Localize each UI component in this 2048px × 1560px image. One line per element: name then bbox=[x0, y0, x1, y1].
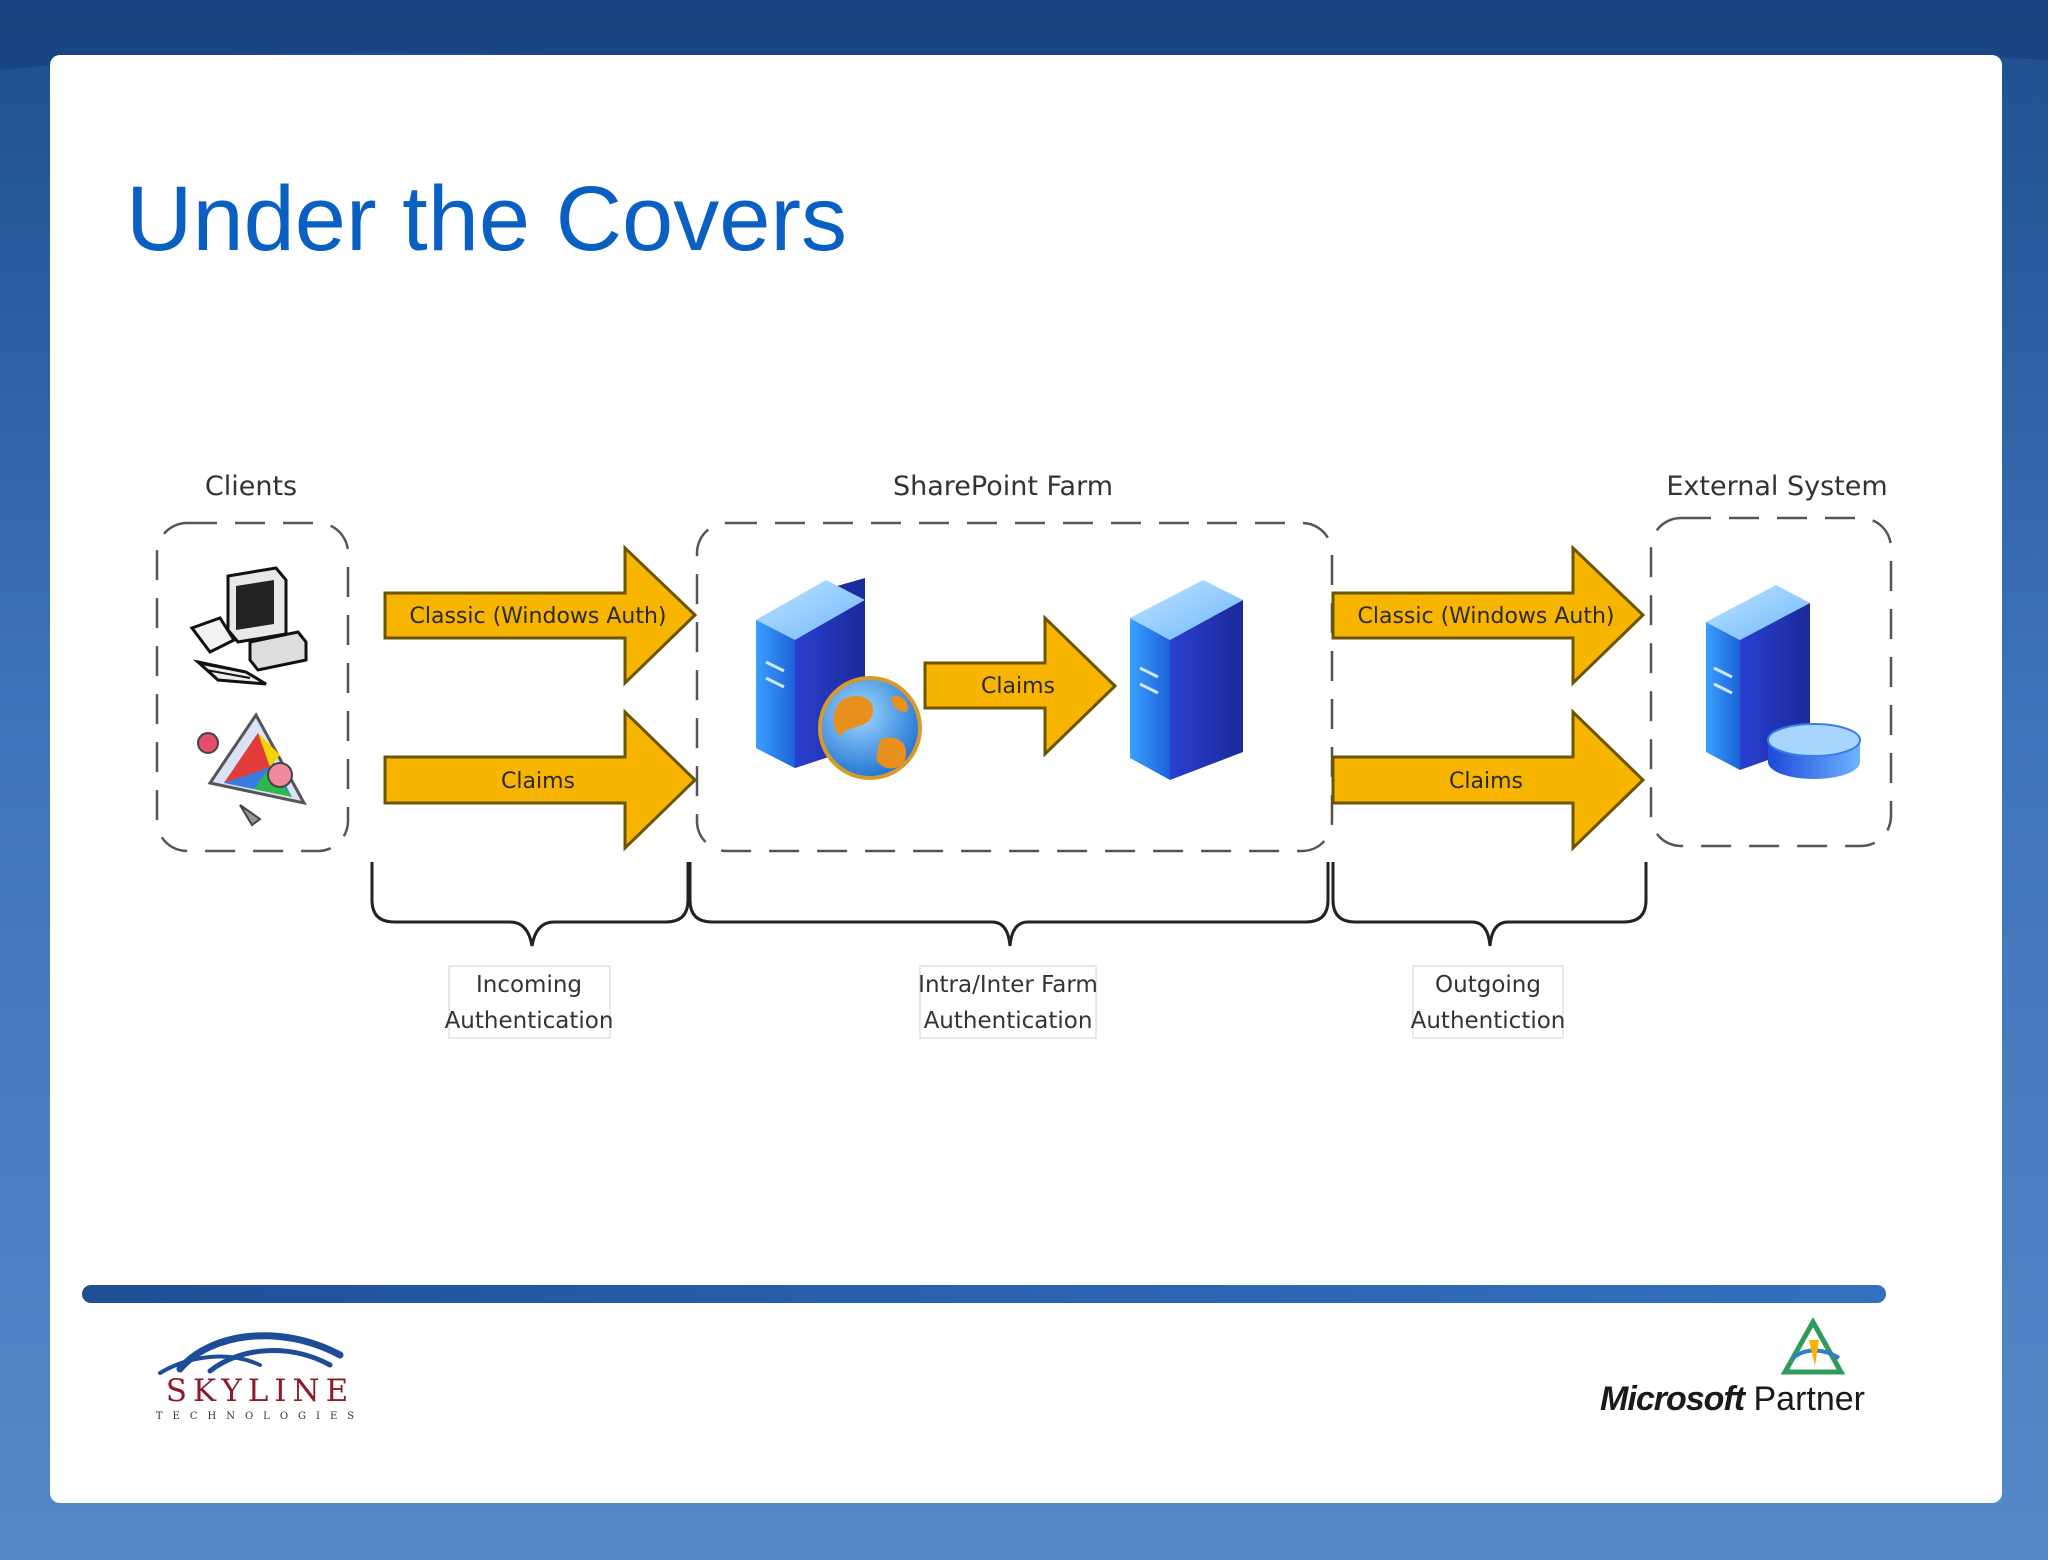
client-application-icon bbox=[197, 712, 307, 827]
microsoft-wordmark: Microsoft bbox=[1600, 1380, 1745, 1418]
outgoing-classic-label: Classic (Windows Auth) bbox=[1357, 604, 1614, 629]
clients-container bbox=[155, 521, 350, 853]
web-server-globe-icon bbox=[756, 578, 922, 780]
incoming-classic-arrow: Classic (Windows Auth) bbox=[383, 544, 698, 687]
incoming-phase-label: Incoming Authentication bbox=[445, 965, 614, 1039]
intra-farm-phase-line-1: Intra/Inter Farm bbox=[918, 972, 1098, 998]
outgoing-phase-line-2: Authentiction bbox=[1411, 1008, 1566, 1034]
group-label-clients: Clients bbox=[205, 471, 297, 502]
outgoing-phase-label: Outgoing Authentiction bbox=[1411, 965, 1566, 1039]
intra-farm-phase-brace bbox=[688, 862, 1330, 947]
outgoing-claims-arrow: Claims bbox=[1331, 708, 1646, 852]
group-label-sharepoint-farm: SharePoint Farm bbox=[893, 471, 1113, 502]
group-label-external-system: External System bbox=[1666, 471, 1887, 502]
server-icon bbox=[1130, 580, 1243, 780]
incoming-claims-label: Claims bbox=[501, 769, 575, 794]
incoming-phase-line-2: Authentication bbox=[445, 1008, 614, 1034]
outgoing-phase-line-1: Outgoing bbox=[1435, 972, 1541, 998]
intra-farm-phase-label: Intra/Inter Farm Authentication bbox=[918, 965, 1098, 1039]
database-server-icon bbox=[1706, 585, 1861, 779]
skyline-wordmark: SKYLINE bbox=[165, 1373, 355, 1409]
microsoft-partner-text: Microsoft Partner bbox=[1600, 1380, 1865, 1419]
intra-farm-phase-line-2: Authentication bbox=[924, 1008, 1093, 1034]
microsoft-partner-logo: Microsoft Partner bbox=[1505, 1318, 1865, 1428]
internal-claims-arrow: Claims bbox=[923, 614, 1118, 758]
outgoing-classic-arrow: Classic (Windows Auth) bbox=[1331, 544, 1646, 687]
skyline-subtitle: TECHNOLOGIES bbox=[155, 1411, 365, 1422]
desktop-computer-icon bbox=[189, 566, 308, 686]
footer-divider-bar bbox=[82, 1285, 1886, 1303]
sharepoint-farm-container bbox=[695, 521, 1334, 853]
slide-title: Under the Covers bbox=[126, 168, 847, 270]
outgoing-claims-label: Claims bbox=[1449, 769, 1523, 794]
slide: Under the Covers bbox=[50, 55, 2002, 1503]
incoming-phase-line-1: Incoming bbox=[476, 972, 582, 998]
outgoing-phase-brace bbox=[1331, 862, 1648, 947]
skyline-swoosh-icon bbox=[158, 1332, 344, 1375]
incoming-phase-brace bbox=[370, 862, 690, 947]
internal-claims-label: Claims bbox=[981, 674, 1055, 699]
external-system-container bbox=[1649, 516, 1893, 848]
incoming-claims-arrow: Claims bbox=[383, 708, 698, 852]
skyline-technologies-logo: SKYLINE TECHNOLOGIES bbox=[140, 1325, 400, 1435]
partner-emblem-icon bbox=[1780, 1318, 1846, 1375]
incoming-classic-label: Classic (Windows Auth) bbox=[409, 604, 666, 629]
partner-wordmark: Partner bbox=[1753, 1380, 1866, 1418]
